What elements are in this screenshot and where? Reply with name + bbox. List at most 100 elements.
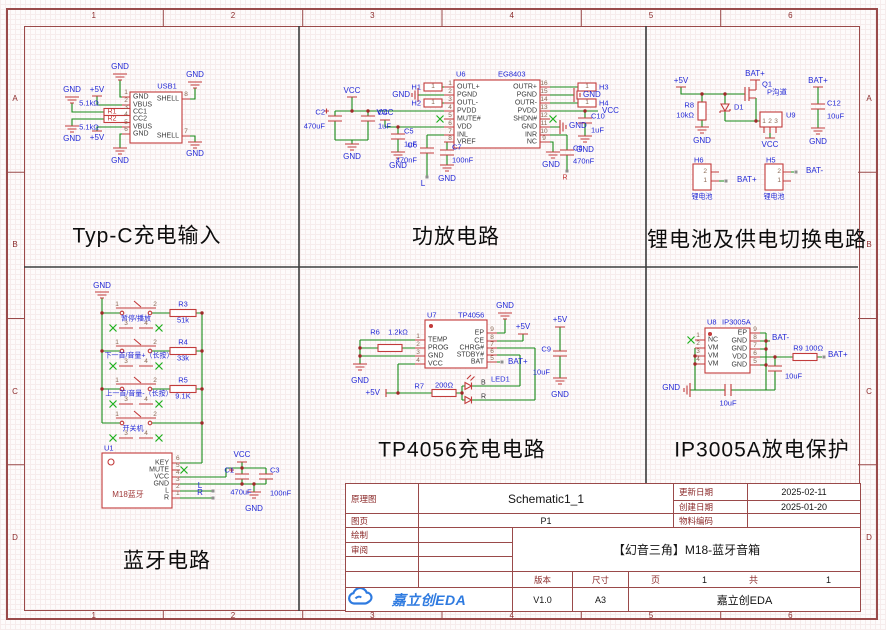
schematic-label[interactable]: NC <box>526 138 537 146</box>
schematic-label[interactable]: GND <box>731 361 747 369</box>
schematic-label[interactable]: U7 <box>427 310 437 320</box>
schematic-label[interactable]: GND <box>351 376 369 385</box>
schematic-label[interactable]: VCC <box>428 360 443 368</box>
schematic-label[interactable]: 1 <box>176 489 180 497</box>
schematic-label[interactable]: 14 <box>540 95 548 103</box>
amp-wires[interactable] <box>334 86 598 177</box>
schematic-label[interactable]: H3 <box>599 82 609 92</box>
schematic-label[interactable]: VDD <box>457 123 472 131</box>
schematic-label[interactable]: 2 <box>777 167 781 175</box>
schematic-label[interactable]: EG8403 <box>498 69 526 79</box>
schematic-label[interactable]: CC2 <box>133 115 148 123</box>
schematic-label[interactable]: MUTE <box>149 466 169 474</box>
schematic-label[interactable]: VBUS <box>133 123 153 131</box>
schematic-label[interactable]: 5 <box>490 354 494 362</box>
schematic-label[interactable]: BAT+ <box>737 175 757 184</box>
schematic-label[interactable]: 6 <box>176 454 180 462</box>
schematic-label[interactable]: GND <box>111 62 129 71</box>
h1-body[interactable] <box>423 82 443 92</box>
u8-body[interactable] <box>704 327 751 374</box>
schematic-label[interactable]: KEY <box>154 459 169 467</box>
schematic-label[interactable]: U6 <box>456 69 466 79</box>
schematic-label[interactable]: IP3005A放电保护 <box>674 438 850 462</box>
typec-symbols[interactable] <box>64 73 203 155</box>
schematic-label[interactable]: 10 <box>540 127 548 135</box>
tp4056-circuit[interactable] <box>352 312 568 405</box>
schematic-label[interactable]: R <box>562 174 568 182</box>
h5-body[interactable] <box>764 163 784 191</box>
schematic-label[interactable]: 暂停/播放 <box>121 315 151 323</box>
schematic-label[interactable]: 1uF <box>404 139 417 149</box>
schematic-label[interactable]: 1 <box>115 338 119 346</box>
version-value-cell[interactable]: V1.0 <box>513 588 573 612</box>
schematic-label[interactable]: A <box>866 94 872 103</box>
schematic-label[interactable]: 3 <box>448 95 452 103</box>
schematic-label[interactable]: 10uF <box>827 111 845 121</box>
schematic-label[interactable]: SHELL <box>156 95 179 103</box>
schematic-label[interactable]: C7 <box>452 142 462 152</box>
schematic-label[interactable]: OUTR+ <box>513 83 537 91</box>
schematic-label[interactable]: 6 <box>788 610 793 620</box>
u6-body[interactable] <box>453 79 541 149</box>
schematic-label[interactable]: BAT+ <box>745 69 765 78</box>
schematic-label[interactable]: 1 <box>91 11 96 20</box>
schematic-label[interactable]: OUTL- <box>457 99 478 107</box>
schematic-label[interactable]: INL <box>457 131 468 139</box>
schematic-label[interactable]: 6 <box>788 11 793 20</box>
schematic-label[interactable]: IP3005A <box>722 317 751 327</box>
schematic-label[interactable]: 4 <box>124 110 128 118</box>
company-name-cell[interactable]: 嘉立创EDA <box>629 588 861 612</box>
schematic-label[interactable]: 6 <box>753 349 757 357</box>
schematic-label[interactable]: GND <box>521 123 537 131</box>
schematic-label[interactable]: 功放电路 <box>412 225 500 249</box>
schematic-label[interactable]: +5V <box>89 133 105 142</box>
schematic-label[interactable]: 470nF <box>573 156 595 166</box>
schematic-label[interactable]: 4 <box>509 11 514 20</box>
schematic-label[interactable]: 1 <box>431 98 435 106</box>
schematic-label[interactable]: PVDD <box>517 107 537 115</box>
schematic-label[interactable]: 1 <box>91 610 96 620</box>
schematic-label[interactable]: 1uF <box>378 121 391 131</box>
schematic-label[interactable]: 1 <box>448 79 452 87</box>
schematic-label[interactable]: 100Ω <box>804 343 824 353</box>
bluetooth-circuit[interactable] <box>94 291 273 509</box>
schematic-label[interactable]: GND <box>731 345 747 353</box>
drawn-by-value-cell[interactable] <box>419 528 513 543</box>
schematic-label[interactable]: 10uF <box>532 367 550 377</box>
schematic-label[interactable]: C <box>12 387 18 396</box>
schematic-label[interactable]: 9 <box>490 325 494 333</box>
schematic-label[interactable]: 9.1K <box>175 391 191 401</box>
schematic-label[interactable]: 1 <box>762 117 766 125</box>
create-date-value-cell[interactable]: 2025-01-20 <box>748 501 861 514</box>
schematic-label[interactable]: VCC <box>343 86 361 95</box>
schematic-label[interactable]: 51k <box>176 315 190 325</box>
schematic-label[interactable]: R8 <box>684 100 694 110</box>
schematic-label[interactable]: 8 <box>448 134 452 142</box>
schematic-label[interactable]: 5 <box>448 111 452 119</box>
bt-symbols[interactable] <box>94 291 273 509</box>
schematic-label[interactable]: 10uF <box>719 398 737 408</box>
schematic-label[interactable]: GND <box>496 301 514 310</box>
schematic-label[interactable]: C2 <box>315 107 325 117</box>
schematic-label[interactable]: B <box>481 379 486 387</box>
schematic-label[interactable]: VCC <box>761 140 779 149</box>
u9-body[interactable] <box>759 111 783 128</box>
schematic-label[interactable]: C6 <box>407 140 417 150</box>
schematic-label[interactable]: GND <box>438 174 456 183</box>
schematic-label[interactable]: GND <box>551 390 569 399</box>
schematic-label[interactable]: R3 <box>178 299 188 309</box>
reviewed-by-value-cell[interactable] <box>419 543 513 557</box>
schematic-label[interactable]: 470nF <box>395 155 417 165</box>
schematic-label[interactable]: BAT+ <box>828 350 848 359</box>
schematic-label[interactable]: GND <box>153 480 169 488</box>
schematic-label[interactable]: 4 <box>448 103 452 111</box>
schematic-label[interactable]: 1 <box>703 176 707 184</box>
schematic-label[interactable]: EP <box>737 329 747 337</box>
schematic-label[interactable]: INR <box>524 131 537 139</box>
schematic-label[interactable]: STDBY# <box>456 351 484 359</box>
schematic-label[interactable]: 1uF <box>591 125 604 135</box>
schematic-label[interactable]: 4 <box>176 468 180 476</box>
schematic-label[interactable]: 100nF <box>452 155 474 165</box>
schematic-label[interactable]: 6 <box>490 347 494 355</box>
schematic-label[interactable]: 9 <box>753 325 757 333</box>
